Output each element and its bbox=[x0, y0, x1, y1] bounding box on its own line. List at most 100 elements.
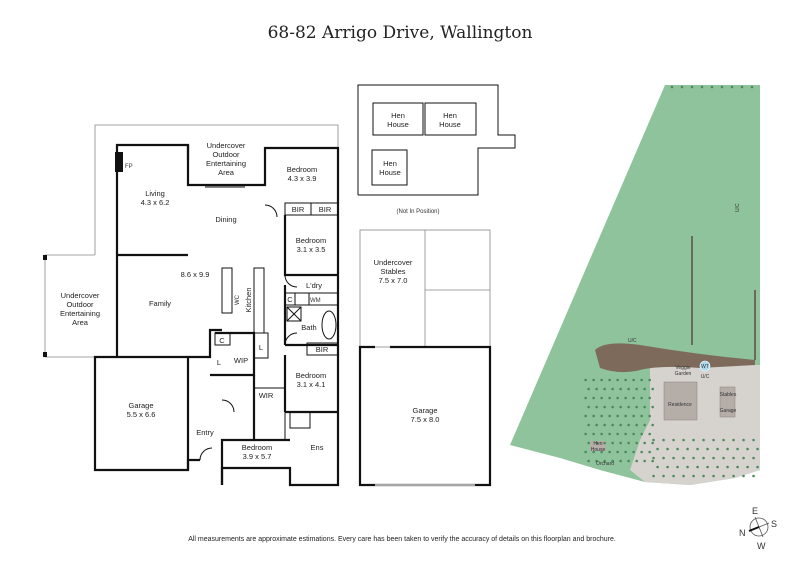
site-label-veggie-garden: Veggie bbox=[675, 365, 691, 371]
tree-dot bbox=[696, 465, 699, 469]
tree-dot bbox=[730, 85, 734, 89]
site-label-garage: Garage bbox=[720, 408, 737, 414]
door bbox=[221, 399, 235, 413]
garage-wall bbox=[93, 355, 190, 472]
bathtub bbox=[321, 310, 337, 340]
tree-dot bbox=[648, 450, 651, 454]
undercover-outline-left bbox=[44, 254, 95, 358]
room-label-kitchen: Kitchen bbox=[244, 287, 253, 312]
door bbox=[284, 332, 298, 346]
room-label-ensuite: Ens bbox=[311, 443, 324, 452]
fireplace bbox=[115, 152, 123, 172]
room-size-bedroom: 3.1 x 4.1 bbox=[297, 380, 326, 389]
tree-dot bbox=[652, 456, 655, 460]
disclaimer: All measurements are approximate estimat… bbox=[188, 536, 616, 543]
room-label: Undercover bbox=[61, 291, 100, 300]
tree-dot bbox=[587, 423, 590, 427]
tree-dot bbox=[700, 85, 704, 89]
washing-machine bbox=[294, 292, 310, 306]
room-size-bedroom: 4.3 x 3.9 bbox=[288, 174, 317, 183]
tree-dot bbox=[720, 85, 724, 89]
tree-dot bbox=[619, 387, 622, 391]
tree-dot bbox=[616, 396, 619, 400]
tree-dot bbox=[752, 456, 755, 460]
room-label-bath: Bath bbox=[301, 323, 316, 332]
hen-house-label: House bbox=[387, 120, 409, 129]
tree-dot bbox=[643, 423, 646, 427]
tree-dot bbox=[726, 447, 729, 451]
room-size-bedroom: 3.9 x 5.7 bbox=[243, 452, 272, 461]
tree-dot bbox=[672, 456, 675, 460]
tree-dot bbox=[656, 447, 659, 451]
house-outer-wall bbox=[115, 143, 340, 487]
tree-dot bbox=[592, 378, 595, 382]
tree-dot bbox=[632, 396, 635, 400]
label-linen: L bbox=[259, 343, 263, 352]
tree-dot bbox=[584, 432, 587, 436]
tree-dot bbox=[616, 432, 619, 436]
room-label-garage: Garage bbox=[412, 406, 437, 415]
tree-dot bbox=[592, 450, 595, 454]
tree-dot bbox=[736, 447, 739, 451]
bir-box bbox=[306, 342, 339, 356]
tree-dot bbox=[676, 447, 679, 451]
tree-dot bbox=[595, 405, 598, 409]
tree-dot bbox=[652, 474, 655, 478]
tree-dot bbox=[627, 423, 630, 427]
site-label-orchard: Orchard bbox=[596, 461, 614, 467]
site-label: U/C bbox=[701, 374, 710, 380]
tree-dot bbox=[600, 450, 603, 454]
tree-dot bbox=[648, 396, 651, 400]
tree-dot bbox=[750, 85, 754, 89]
tree-dot bbox=[592, 414, 595, 418]
tree-dot bbox=[627, 405, 630, 409]
tree-dot bbox=[595, 441, 598, 445]
compass-n: N bbox=[739, 528, 746, 538]
tree-dot bbox=[712, 438, 715, 442]
tree-dot bbox=[595, 387, 598, 391]
tree-dot bbox=[692, 456, 695, 460]
room-label-living: Living bbox=[145, 189, 165, 198]
kitchen-island bbox=[221, 267, 233, 314]
tree-dot bbox=[635, 405, 638, 409]
door bbox=[199, 447, 213, 461]
label-bir: BIR bbox=[316, 345, 329, 354]
room-label-dining: Dining bbox=[215, 215, 236, 224]
tree-dot bbox=[702, 438, 705, 442]
tree-dot bbox=[632, 432, 635, 436]
compass-s: S bbox=[771, 519, 777, 529]
compass-e: E bbox=[752, 506, 758, 516]
tree-dot bbox=[640, 378, 643, 382]
room-label: Outdoor bbox=[66, 300, 94, 309]
site-label: U/C bbox=[735, 203, 741, 212]
tree-dot bbox=[740, 85, 744, 89]
tree-dot bbox=[656, 465, 659, 469]
tree-dot bbox=[592, 396, 595, 400]
tree-dot bbox=[648, 414, 651, 418]
linen bbox=[253, 332, 269, 359]
tree-dot bbox=[643, 441, 646, 445]
room-label-bedroom: Bedroom bbox=[296, 236, 326, 245]
tree-dot bbox=[619, 441, 622, 445]
tree-dot bbox=[666, 465, 669, 469]
tree-dot bbox=[624, 414, 627, 418]
room-label-wip: WIP bbox=[234, 356, 248, 365]
tree-dot bbox=[584, 378, 587, 382]
tree-dot bbox=[611, 423, 614, 427]
site-label-wt: WT bbox=[701, 364, 709, 370]
tree-dot bbox=[616, 378, 619, 382]
label-cupboard: C bbox=[287, 295, 293, 304]
room-label-entry: Entry bbox=[196, 428, 214, 437]
tree-dot bbox=[702, 456, 705, 460]
shower bbox=[286, 306, 302, 322]
shower bbox=[289, 411, 311, 429]
tree-dot bbox=[608, 396, 611, 400]
label-bir: BIR bbox=[292, 205, 305, 214]
tree-dot bbox=[756, 465, 759, 469]
tree-dot bbox=[716, 447, 719, 451]
stables-size: 7.5 x 7.0 bbox=[379, 276, 408, 285]
tree-dot bbox=[619, 405, 622, 409]
label-wc: WC bbox=[235, 294, 241, 305]
tree-dot bbox=[600, 396, 603, 400]
